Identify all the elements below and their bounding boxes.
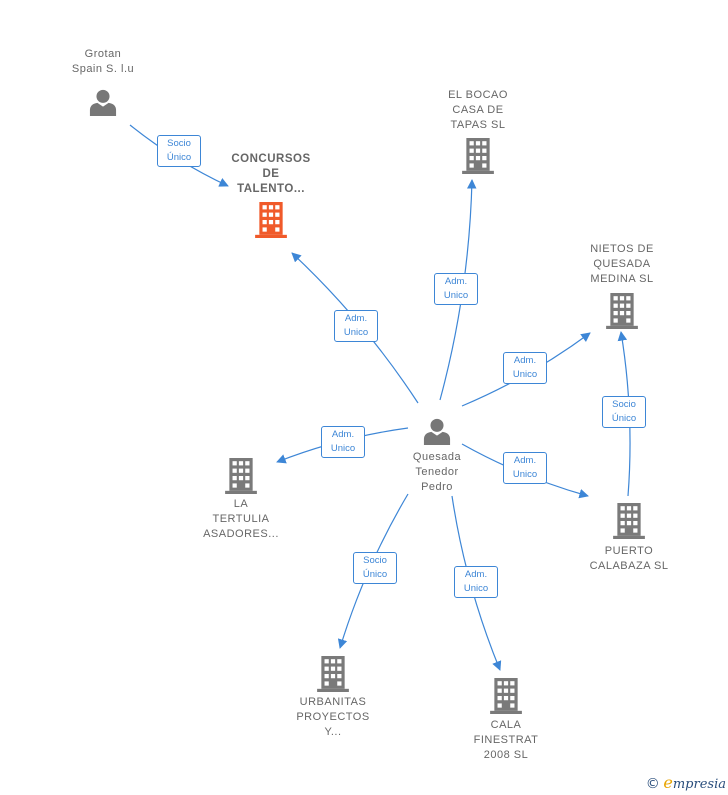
person-icon-grotan[interactable] xyxy=(89,89,117,116)
node-label-line: Grotan xyxy=(84,48,122,60)
edge-label-line: Unico xyxy=(330,443,356,454)
node-label-line: Spain S. l.u xyxy=(71,63,135,75)
building-icon-cala[interactable] xyxy=(490,678,522,714)
node-label-nietos[interactable]: NIETOS DE QUESADA MEDINA SL xyxy=(552,242,692,287)
icons-layer xyxy=(89,89,645,714)
node-label-line: PROYECTOS xyxy=(296,711,370,723)
node-label-concursos[interactable]: CONCURSOS DE TALENTO... xyxy=(201,152,341,197)
node-label-line: CALABAZA SL xyxy=(589,560,669,572)
node-label-line: Quesada xyxy=(412,451,462,463)
node-label-line: Y... xyxy=(324,726,342,738)
building-icon-bocao[interactable] xyxy=(462,138,494,174)
node-label-line: NIETOS DE xyxy=(590,243,654,255)
edge-label-quesada-to-nietos[interactable]: Adm. Unico xyxy=(503,352,547,384)
edge-label-line: Adm. xyxy=(344,313,368,324)
node-label-line: EL BOCAO xyxy=(448,89,508,101)
edge-label-quesada-to-tertulia[interactable]: Adm. Unico xyxy=(321,426,365,458)
edge-label-line: Unico xyxy=(512,469,538,480)
edge-label-line: Adm. xyxy=(464,569,488,580)
edge-label-quesada-to-cala[interactable]: Adm. Unico xyxy=(454,566,498,598)
building-icon-concursos[interactable] xyxy=(255,202,287,238)
node-label-puerto[interactable]: PUERTO CALABAZA SL xyxy=(559,544,699,574)
edge-label-line: Adm. xyxy=(513,355,537,366)
node-label-line: TALENTO... xyxy=(237,183,305,195)
node-label-line: Pedro xyxy=(421,481,453,493)
node-label-line: ASADORES... xyxy=(203,528,279,540)
building-icon-nietos[interactable] xyxy=(606,293,638,329)
edge-label-line: Adm. xyxy=(513,455,537,466)
edge-label-line: Adm. xyxy=(444,276,468,287)
edge-label-line: Único xyxy=(611,413,637,424)
node-label-bocao[interactable]: EL BOCAO CASA DE TAPAS SL xyxy=(408,88,548,133)
node-label-line: FINESTRAT xyxy=(473,734,539,746)
node-label-line: CASA DE xyxy=(452,104,504,116)
node-label-urbanitas[interactable]: URBANITAS PROYECTOS Y... xyxy=(263,695,403,740)
node-label-line: TAPAS SL xyxy=(450,119,506,131)
edge-label-line: Socio xyxy=(167,138,191,149)
node-label-tertulia[interactable]: LA TERTULIA ASADORES... xyxy=(171,497,311,542)
building-icon-tertulia[interactable] xyxy=(225,458,257,494)
node-label-line: TERTULIA xyxy=(212,513,270,525)
building-icon-puerto[interactable] xyxy=(613,503,645,539)
edge-label-line: Unico xyxy=(443,290,469,301)
node-label-line: DE xyxy=(262,168,280,180)
brand-logo-text: mpresia xyxy=(672,777,726,792)
brand-logo-initial: e xyxy=(663,773,673,792)
node-label-line: 2008 SL xyxy=(483,749,529,761)
edge-label-quesada-to-concursos[interactable]: Adm. Unico xyxy=(334,310,378,342)
node-label-cala[interactable]: CALA FINESTRAT 2008 SL xyxy=(436,718,576,763)
edge-label-line: Unico xyxy=(463,583,489,594)
node-label-line: MEDINA SL xyxy=(590,273,654,285)
building-icon-urbanitas[interactable] xyxy=(317,656,349,692)
edge-label-line: Único xyxy=(362,569,388,580)
node-label-line: LA xyxy=(233,498,249,510)
edges-layer xyxy=(129,124,631,671)
edge-label-line: Socio xyxy=(612,399,636,410)
node-label-line: PUERTO xyxy=(604,545,654,557)
node-label-line: CONCURSOS xyxy=(231,153,311,165)
edge-label-quesada-to-puerto[interactable]: Adm. Unico xyxy=(503,452,547,484)
edge-label-quesada-to-bocao[interactable]: Adm. Unico xyxy=(434,273,478,305)
brand-footer[interactable]: © empresia xyxy=(646,773,726,792)
edge-label-line: Único xyxy=(166,152,192,163)
edge-label-line: Socio xyxy=(363,555,387,566)
node-label-line: Tenedor xyxy=(415,466,459,478)
edge-label-line: Unico xyxy=(343,327,369,338)
node-label-line: URBANITAS xyxy=(299,696,367,708)
node-label-line: QUESADA xyxy=(593,258,651,270)
edge-label-line: Unico xyxy=(512,369,538,380)
edge-label-line: Adm. xyxy=(331,429,355,440)
copyright-symbol: © xyxy=(645,776,660,792)
person-icon-quesada[interactable] xyxy=(423,418,451,445)
node-label-line: CALA xyxy=(490,719,522,731)
